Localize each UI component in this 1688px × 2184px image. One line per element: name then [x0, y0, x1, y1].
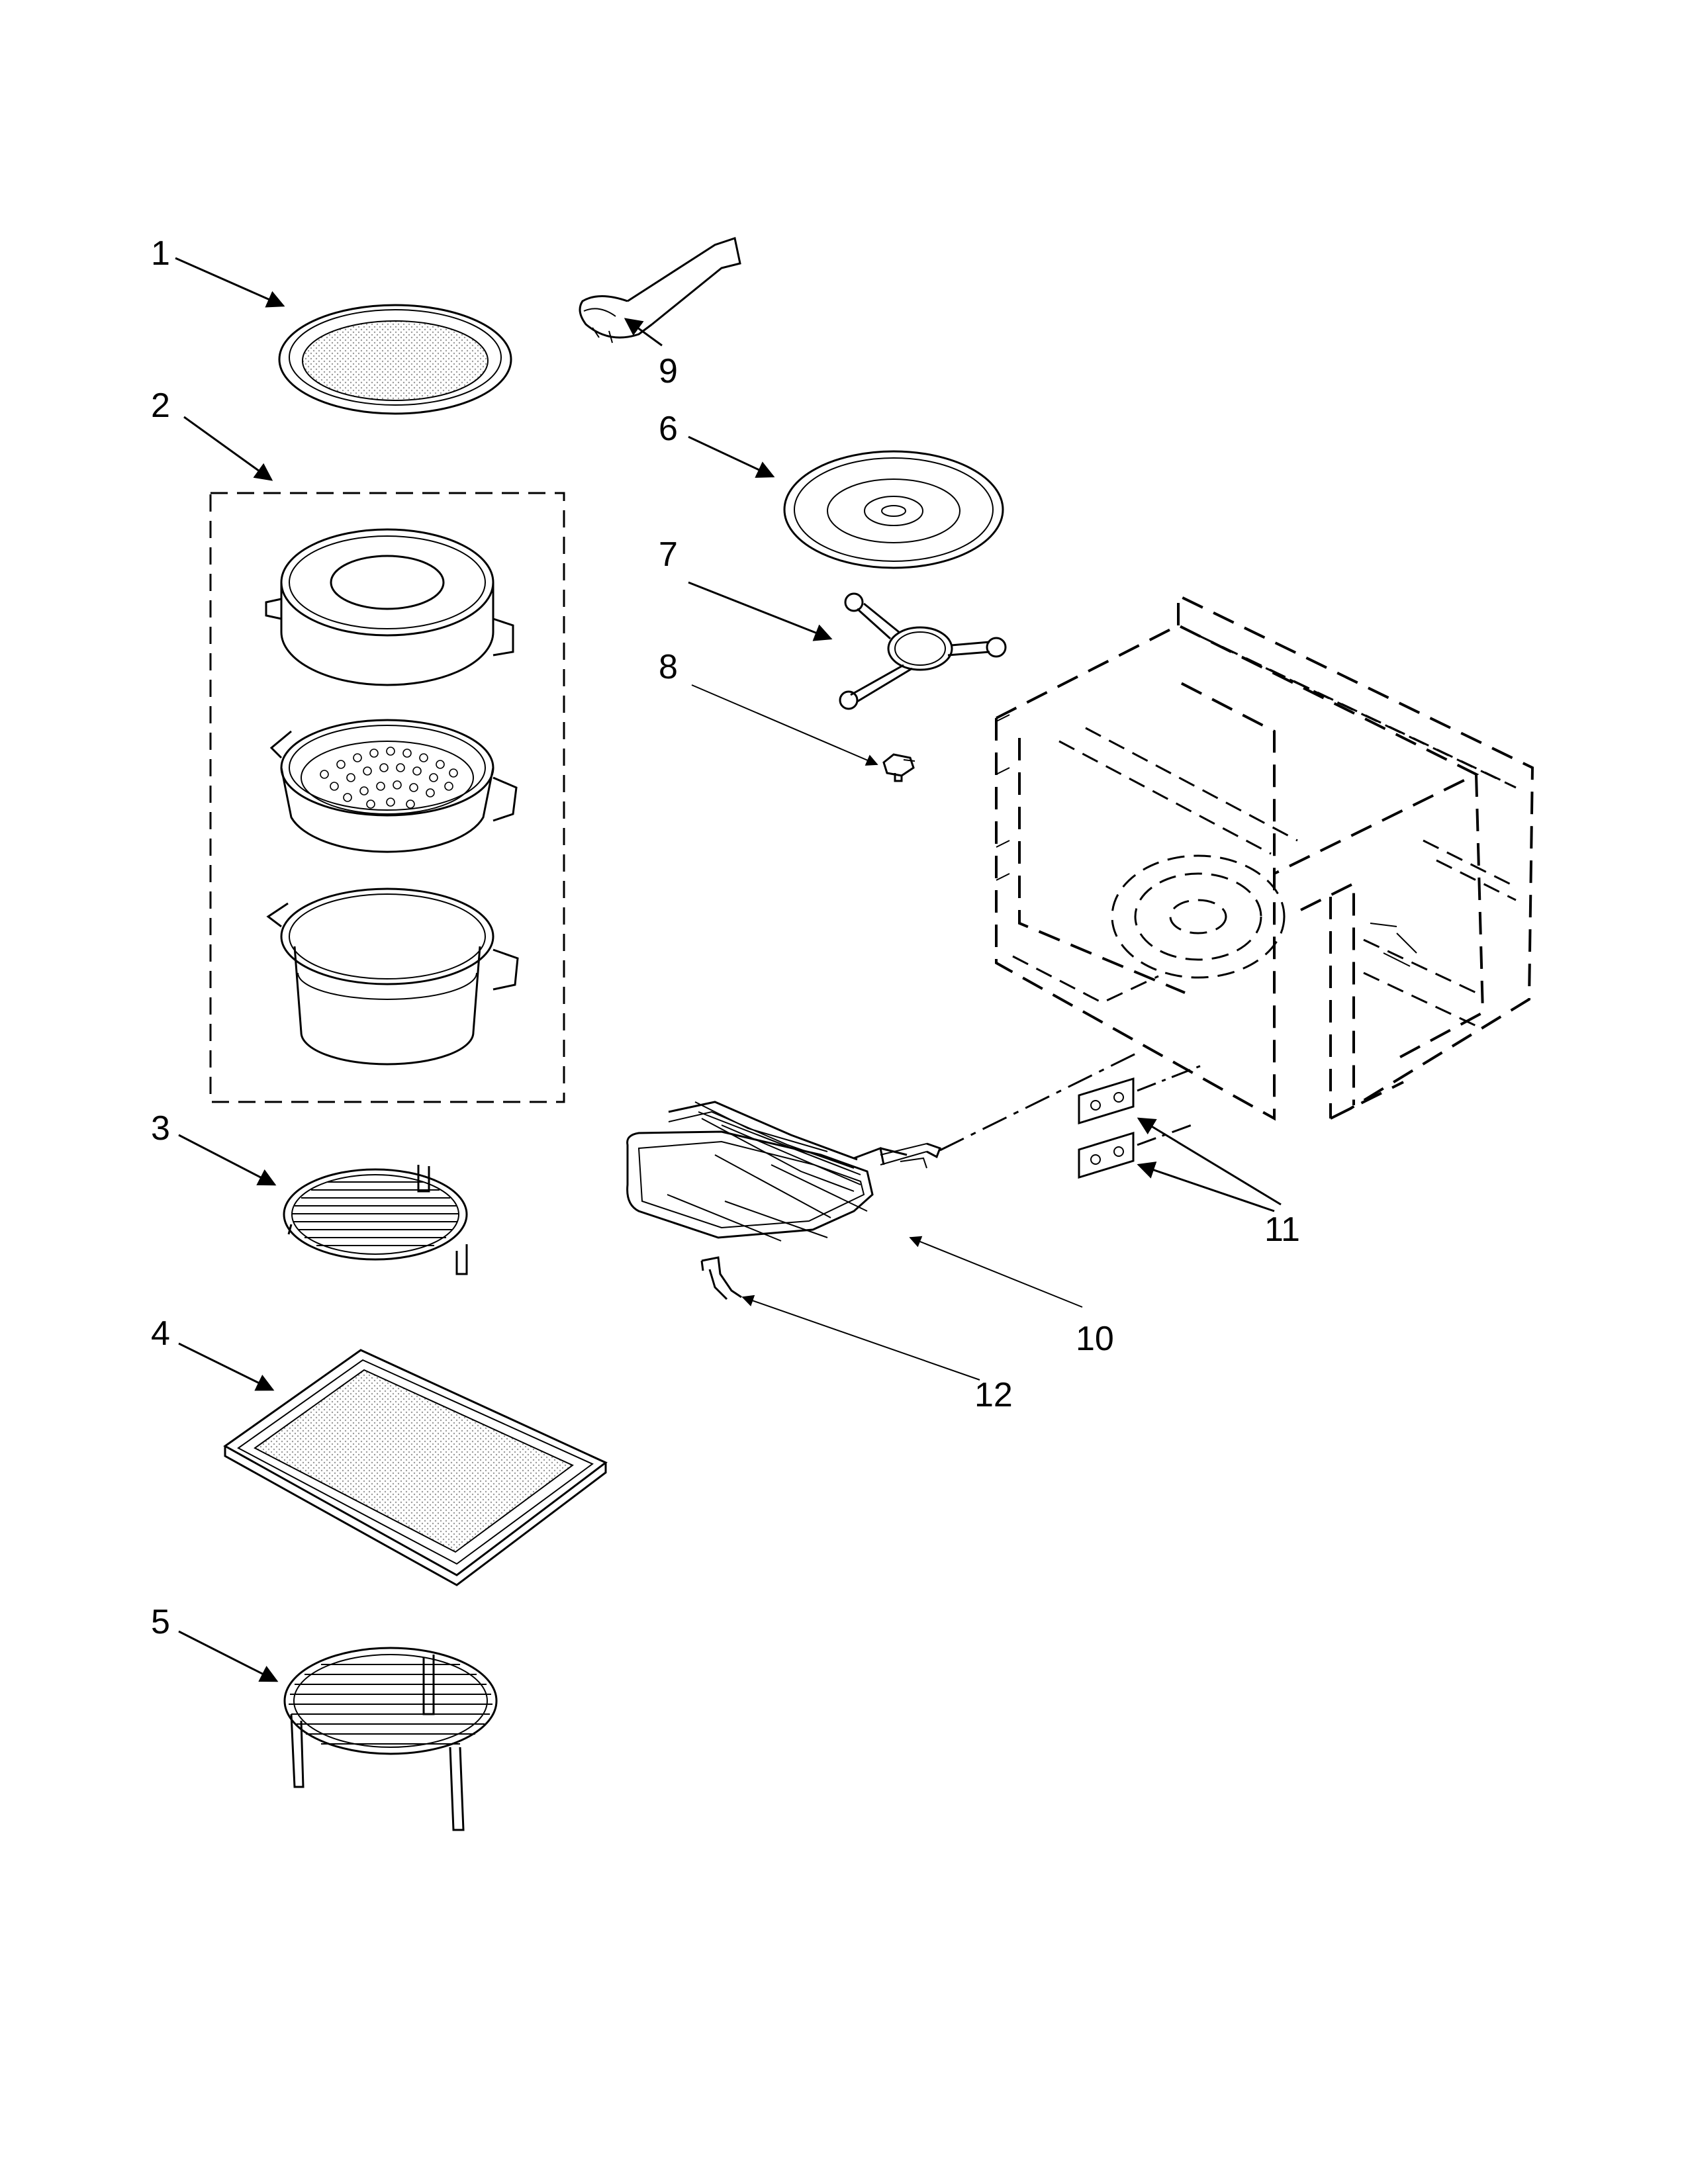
steamer-holes [320, 747, 458, 809]
part-4-baking-tray [223, 1349, 608, 1586]
callout-4: 4 [151, 1314, 170, 1353]
leader-9 [624, 318, 663, 347]
leader-4 [178, 1342, 275, 1391]
leader-5 [178, 1630, 279, 1682]
part-1-crisper-pan [278, 304, 512, 415]
part-2-group-box [209, 492, 565, 1103]
oven-cavity-outline [995, 593, 1534, 1121]
part-10-heating-element [626, 1101, 941, 1242]
part-11-insulator-top [1078, 1077, 1135, 1125]
leader-10 [909, 1236, 1083, 1308]
leader-11b [1137, 1161, 1275, 1212]
leader-11a [1137, 1117, 1282, 1206]
part-6-turntable-tray [783, 450, 1004, 569]
leader-3 [178, 1134, 277, 1186]
steamer-lid [265, 528, 514, 686]
part-8-coupler [882, 753, 915, 782]
callout-3: 3 [151, 1109, 170, 1148]
element-to-cavity-centerline [939, 1051, 1139, 1152]
callout-9: 9 [659, 352, 678, 390]
leader-6 [688, 435, 775, 478]
callout-11: 11 [1264, 1210, 1300, 1249]
leader-7 [688, 581, 833, 641]
callout-1: 1 [151, 234, 170, 273]
steamer-pot [266, 887, 519, 1066]
callout-8: 8 [659, 648, 678, 686]
part-12-bracket [700, 1256, 742, 1300]
part-7-turntable-support [839, 592, 1007, 710]
leader-1 [175, 257, 285, 308]
callout-10: 10 [1076, 1320, 1114, 1358]
part-3-low-rack [283, 1165, 468, 1275]
part-11-insulator-bottom [1078, 1131, 1135, 1179]
callout-6: 6 [659, 410, 678, 448]
callout-7: 7 [659, 535, 678, 574]
leader-12 [741, 1295, 980, 1381]
callout-5: 5 [151, 1603, 170, 1641]
part-5-high-rack [283, 1647, 498, 1831]
insulator-centerlines [1137, 1064, 1202, 1146]
callout-2: 2 [151, 387, 170, 425]
part-9-handle [579, 237, 741, 343]
leader-2 [183, 416, 273, 481]
leader-8 [691, 684, 878, 766]
steamer-basket [269, 719, 518, 853]
callout-12: 12 [974, 1376, 1013, 1414]
